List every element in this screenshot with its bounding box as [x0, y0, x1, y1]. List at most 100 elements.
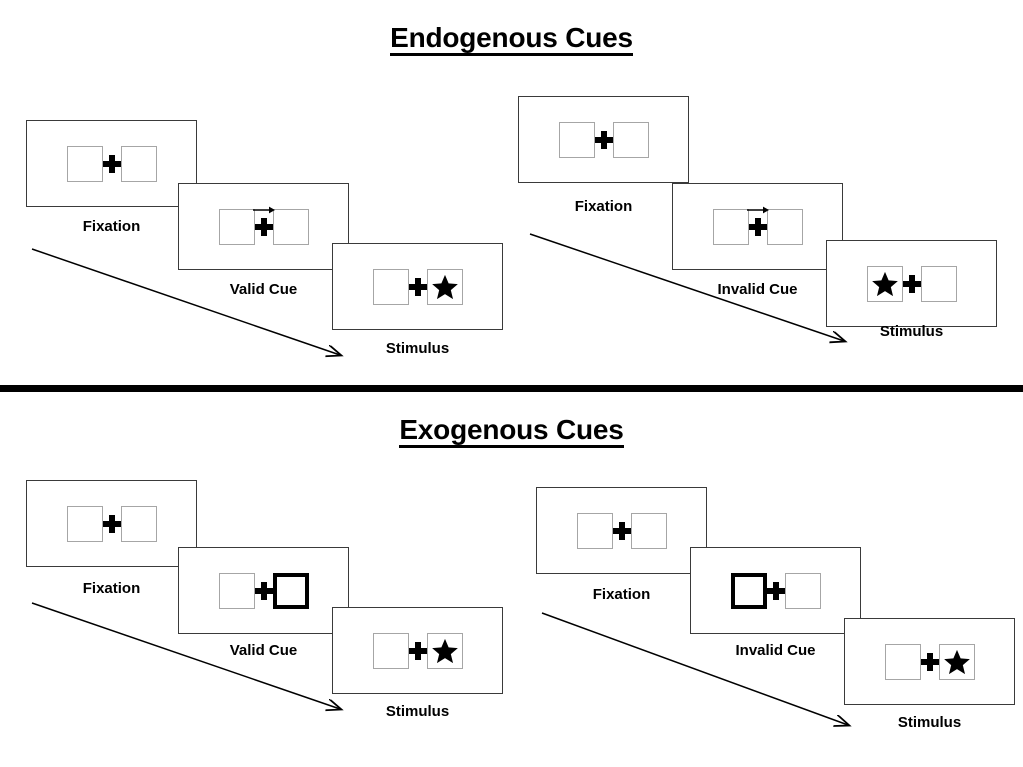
center-gap [102, 154, 121, 173]
left-box [372, 268, 409, 305]
panel-content [66, 145, 157, 182]
endogenous-title: Endogenous Cues [0, 22, 1023, 57]
left-box-cued [730, 572, 767, 609]
center-gap [102, 514, 121, 533]
plus-icon [254, 581, 273, 600]
star-icon [871, 271, 898, 296]
plus-icon [920, 652, 939, 671]
plus-icon [748, 217, 767, 236]
left-box [712, 208, 749, 245]
panel-endogenous-invalid-cue [672, 183, 843, 270]
label-endogenous-valid-fixation: Fixation [82, 218, 141, 235]
exogenous-title: Exogenous Cues [0, 414, 1023, 449]
star-icon [431, 274, 458, 299]
center-gap [746, 206, 769, 236]
panel-content [866, 265, 957, 302]
time-flow-arrow-exogenous-invalid [541, 612, 868, 742]
right-box [630, 512, 667, 549]
right-box [272, 208, 309, 245]
panel-content [730, 572, 821, 609]
panel-content [372, 632, 463, 669]
right-box [920, 265, 957, 302]
arrow-right-icon [252, 206, 275, 213]
panel-exogenous-invalid-fixation [536, 487, 707, 574]
right-box [426, 268, 463, 305]
panel-exogenous-valid-stimulus [332, 607, 503, 694]
panel-exogenous-valid-fixation [26, 480, 197, 567]
right-box [120, 505, 157, 542]
left-box [66, 505, 103, 542]
label-endogenous-invalid-fixation: Fixation [574, 198, 633, 215]
star-icon [431, 638, 458, 663]
time-flow-arrow-endogenous-valid [31, 248, 358, 368]
plus-icon [102, 154, 121, 173]
center-gap [902, 274, 921, 293]
time-flow-arrow-endogenous-invalid [529, 233, 866, 353]
panel-content [66, 505, 157, 542]
left-box [884, 643, 921, 680]
center-gap [920, 652, 939, 671]
left-box [218, 572, 255, 609]
panel-endogenous-valid-stimulus [332, 243, 503, 330]
center-gap [766, 581, 785, 600]
star-icon [943, 649, 970, 674]
panel-endogenous-invalid-stimulus [826, 240, 997, 327]
left-box [558, 121, 595, 158]
center-gap [594, 130, 613, 149]
panel-content [558, 121, 649, 158]
time-flow-arrow-exogenous-valid [31, 602, 358, 722]
center-gap [612, 521, 631, 540]
plus-icon [102, 514, 121, 533]
left-box [372, 632, 409, 669]
plus-icon [408, 641, 427, 660]
panel-content [372, 268, 463, 305]
panel-endogenous-valid-cue [178, 183, 349, 270]
panel-content [884, 643, 975, 680]
label-exogenous-valid-fixation: Fixation [82, 580, 141, 597]
label-endogenous-invalid-stimulus: Stimulus [879, 323, 944, 340]
plus-icon [594, 130, 613, 149]
right-box [120, 145, 157, 182]
section-exogenous: Exogenous Cues Fixation Valid Cue [0, 392, 1023, 767]
right-box [612, 121, 649, 158]
center-gap [408, 641, 427, 660]
panel-content [218, 572, 309, 609]
center-gap [254, 581, 273, 600]
panel-content [712, 206, 803, 245]
panel-exogenous-valid-cue [178, 547, 349, 634]
panel-exogenous-invalid-stimulus [844, 618, 1015, 705]
label-exogenous-invalid-cue: Invalid Cue [735, 642, 816, 659]
endogenous-title-text: Endogenous Cues [390, 23, 633, 57]
right-box [426, 632, 463, 669]
left-box [576, 512, 613, 549]
panel-exogenous-invalid-cue [690, 547, 861, 634]
plus-icon [254, 217, 273, 236]
right-box [938, 643, 975, 680]
right-box [766, 208, 803, 245]
panel-endogenous-valid-fixation [26, 120, 197, 207]
right-box [784, 572, 821, 609]
label-exogenous-invalid-fixation: Fixation [592, 586, 651, 603]
section-endogenous: Endogenous Cues Fixation [0, 22, 1023, 388]
label-exogenous-invalid-stimulus: Stimulus [897, 714, 962, 731]
panel-endogenous-invalid-fixation [518, 96, 689, 183]
left-box [218, 208, 255, 245]
panel-content [576, 512, 667, 549]
label-endogenous-valid-stimulus: Stimulus [385, 340, 450, 357]
exogenous-title-text: Exogenous Cues [399, 415, 624, 449]
plus-icon [408, 277, 427, 296]
right-box-cued [272, 572, 309, 609]
center-gap [408, 277, 427, 296]
label-endogenous-valid-cue: Valid Cue [229, 281, 298, 298]
arrow-right-icon [746, 206, 769, 213]
left-box [866, 265, 903, 302]
plus-icon [902, 274, 921, 293]
center-gap [252, 206, 275, 236]
plus-icon [766, 581, 785, 600]
plus-icon [612, 521, 631, 540]
label-exogenous-valid-cue: Valid Cue [229, 642, 298, 659]
left-box [66, 145, 103, 182]
panel-content [218, 206, 309, 245]
section-divider [0, 385, 1023, 392]
label-exogenous-valid-stimulus: Stimulus [385, 703, 450, 720]
